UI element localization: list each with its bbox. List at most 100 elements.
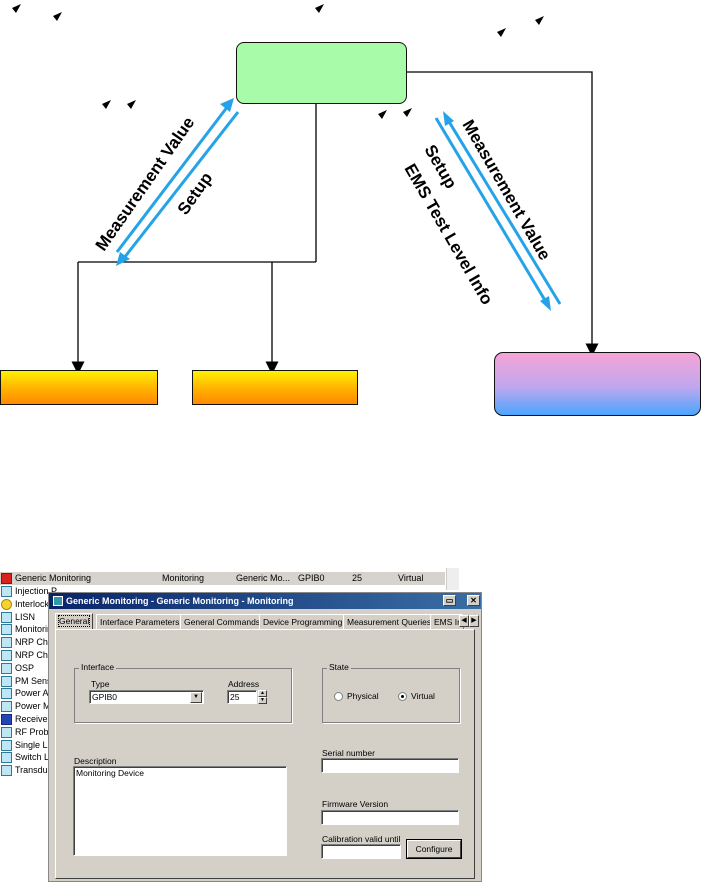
list-item[interactable]: LISN [0,611,445,624]
list-item[interactable]: Monitorin [0,623,445,636]
virtual-radio[interactable] [398,692,407,701]
spin-up-icon[interactable]: ▲ [258,690,267,697]
list-item-label: Power A [15,688,49,699]
calibration-field[interactable] [321,844,401,859]
device-name: Generic Monitoring [15,573,92,583]
corner-marker-icon [53,12,62,21]
list-item-label: Switch L [15,752,50,763]
list-item-label: OSP [15,662,35,673]
list-scrollbar[interactable] [446,568,459,590]
switch-icon [1,752,12,764]
serial-number-field[interactable] [321,758,459,773]
list-item[interactable]: Injection P [0,585,445,598]
list-item[interactable]: Power M [0,700,445,713]
list-item-label: Receive [15,714,48,724]
dialog-title: Generic Monitoring - Generic Monitoring … [66,596,294,606]
corner-marker-icon [403,108,412,117]
label-setup-left: Setup [174,169,217,219]
list-item-label: PM Sens [15,675,52,686]
state-group: State [322,662,460,723]
corner-marker-icon [315,4,324,13]
arrow-setup-left [122,111,240,259]
serial-number-label: Serial number [322,748,375,758]
tab-scroll-right-icon[interactable]: ▶ [469,615,479,627]
tab-general[interactable]: General [55,613,94,630]
device-state: Virtual [398,573,424,583]
corner-marker-icon [102,100,111,109]
sensor-icon [1,675,12,687]
list-item[interactable]: Receive [0,713,445,726]
interface-group-label: Interface [79,662,117,672]
probe-icon [1,586,12,597]
tab-scroll-left-icon[interactable]: ◀ [459,615,469,627]
state-group-label: State [327,662,351,672]
dialog-titlebar: Generic Monitoring - Generic Monitoring … [49,593,481,609]
tab-device-programming[interactable]: Device Programming [259,614,347,629]
list-item-label: LISN [15,611,36,622]
firmware-version-field[interactable] [321,810,459,825]
meter-icon [1,701,12,713]
device-box-left [0,370,158,405]
monitoring-icon [1,573,12,584]
app-icon [53,596,63,606]
address-spinner[interactable]: 25 [227,690,257,704]
device-address: 25 [352,573,363,583]
list-item[interactable]: OSP [0,662,445,675]
device-type: Monitoring [162,573,205,583]
type-select[interactable]: GPIB0 ▼ [89,690,204,704]
device-box-middle [192,370,358,405]
virtual-label: Virtual [411,691,435,701]
ems-device-box [494,352,701,416]
corner-marker-icon [497,28,506,37]
restore-icon[interactable]: ▭ [443,595,456,606]
controller-box [236,42,407,104]
list-item[interactable]: NRP Ch [0,636,445,649]
interlock-icon [1,598,12,610]
list-item-label: NRP Ch [15,637,48,648]
list-item-label: Interlock [15,598,50,609]
tab-interface-parameters[interactable]: Interface Parameters [96,614,184,629]
arrow-measurement-right [446,119,562,305]
list-item[interactable]: Transdu [0,764,445,777]
system-diagram: Measurement Value Setup Setup EMS Test L… [0,4,701,416]
type-label: Type [91,679,110,689]
description-textarea[interactable]: Monitoring Device [73,766,287,856]
arrow-setup-right [434,117,548,303]
list-item[interactable]: RF Prob [0,726,445,739]
close-icon[interactable]: ✕ [467,595,480,606]
arrow-measurement-left [115,105,230,253]
tab-general-commands[interactable]: General Commands [180,614,265,629]
spin-down-icon[interactable]: ▼ [258,697,267,704]
probe-icon [1,726,12,738]
list-item-label: Power M [15,701,51,712]
diagram-connections: Measurement Value Setup Setup EMS Test L… [12,4,599,375]
calibration-label: Calibration valid until [322,834,401,844]
list-item-label: Single Li [15,739,50,750]
physical-label: Physical [347,691,379,701]
physical-radio[interactable] [334,692,343,701]
list-item[interactable]: NRP Ch [0,649,445,662]
interface-group: Interface [74,662,292,723]
list-item[interactable]: Power A [0,687,445,700]
list-item-label: Injection P [15,586,58,596]
firmware-version-label: Firmware Version [322,799,389,809]
list-item-label: Monitorin [15,624,53,635]
probe-icon [1,739,12,751]
tab-measurement-queries[interactable]: Measurement Queries [343,614,436,629]
chevron-down-icon[interactable]: ▼ [190,692,202,703]
address-label: Address [228,679,260,689]
lisn-icon [1,611,12,623]
corner-marker-icon [12,4,21,13]
monitor-icon [1,624,12,636]
list-row-selected[interactable]: Generic Monitoring Monitoring Generic Mo… [0,572,445,585]
list-item[interactable]: Single Li [0,739,445,752]
corner-marker-icon [127,100,136,109]
list-item[interactable]: Switch L [0,751,445,764]
transducer-icon [1,765,12,777]
list-item[interactable]: PM Sens [0,675,445,688]
device-driver: Generic Mo... [236,573,291,583]
general-tab-panel: Interface Type GPIB0 ▼ Address 25 ▲ ▼ St… [55,629,475,879]
line-to-pink-box [405,71,599,357]
list-item[interactable]: Interlock [0,598,445,611]
configure-button[interactable]: Configure [406,839,462,859]
